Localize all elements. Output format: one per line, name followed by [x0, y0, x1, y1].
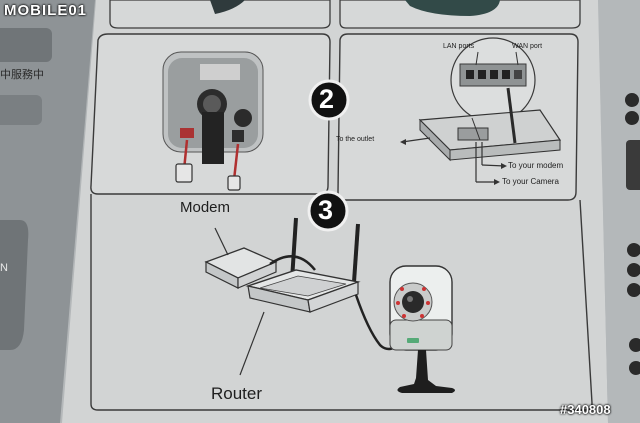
ip-camera-lens [402, 291, 424, 313]
camera-lan-port [232, 130, 244, 142]
left-page-gray-box-2 [0, 95, 42, 125]
lan-ports-label: LAN ports [443, 43, 475, 50]
router-label: Router [211, 384, 263, 403]
left-page-dark-panel [0, 220, 29, 350]
router-antenna [506, 87, 517, 144]
right-page-bullet-6 [629, 338, 640, 352]
top-left-panel-outline [109, 0, 331, 29]
wan-port-label: WAN port [512, 43, 543, 50]
right-page-bullet-1 [625, 93, 639, 107]
modem-label-line [214, 227, 229, 256]
to-outlet-label: To the outlet [336, 136, 375, 143]
router-antenna-right [352, 223, 360, 283]
modem-label: Modem [180, 199, 231, 216]
left-page-cn-label: 中服務中 [0, 69, 44, 81]
step-3-number: 3 [318, 195, 334, 225]
left-page-n-label: N [0, 262, 8, 274]
step-3-badge [307, 190, 349, 232]
watermark-brand: MOBILE01 [4, 2, 88, 19]
ip-camera-led [407, 338, 419, 343]
top-right-device-fragment [405, 0, 500, 16]
lan-plug-icon [227, 175, 241, 191]
camera-power-port [180, 128, 194, 138]
outlet-arrow [401, 137, 431, 143]
step-2-badge [308, 79, 350, 121]
to-modem-label: To your modem [508, 161, 564, 170]
left-page-gray-box [0, 28, 52, 62]
router-label-line [239, 311, 265, 376]
top-left-device-fragment [210, 0, 245, 14]
to-camera-label: To your Camera [502, 177, 559, 186]
watermark-id: #340808 [560, 402, 611, 417]
router-antenna-left [290, 217, 298, 281]
right-page-bullet-7 [629, 361, 640, 375]
right-page-bullet-4 [627, 263, 640, 277]
step-2-number: 2 [319, 84, 335, 114]
ip-camera-stand [397, 350, 455, 393]
power-plug-icon [175, 163, 193, 183]
camera-stand-neck [202, 112, 224, 164]
right-page-bullet-5 [627, 283, 640, 297]
right-page-dark-tab [626, 140, 640, 190]
camera-back-label [200, 64, 240, 80]
right-page-bullet-2 [625, 111, 639, 125]
panel3-outline [90, 194, 593, 411]
camera-back-knob [234, 109, 252, 127]
right-page-bullet-3 [627, 243, 640, 257]
